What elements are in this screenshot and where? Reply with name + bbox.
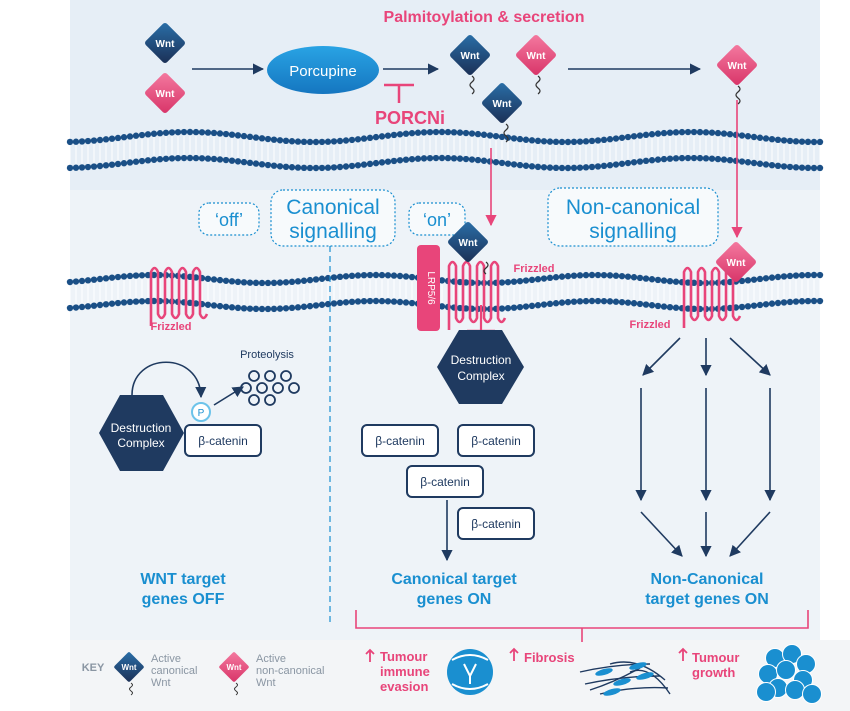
svg-text:PORCNi: PORCNi — [375, 108, 445, 128]
svg-text:Wnt: Wnt — [156, 89, 176, 100]
wnt-secreted-noncanonical: Wnt — [717, 45, 757, 105]
on-label-box — [408, 202, 466, 236]
svg-text:Complex: Complex — [457, 369, 504, 383]
svg-text:Wnt: Wnt — [493, 99, 513, 110]
svg-text:immune: immune — [380, 664, 430, 679]
wnt-palmitoylated-canonical-2: Wnt — [482, 83, 522, 143]
wnt-canonical-input: Wnt — [145, 23, 185, 63]
fibrosis-icon — [579, 661, 671, 696]
destruction-complex-off: Destruction Complex — [99, 395, 184, 471]
wnt-bound-canonical: Wnt — [448, 222, 489, 275]
tumour-immune-evasion: Tumour immune evasion — [365, 648, 493, 695]
header-title: Palmitoylation & secretion — [384, 9, 585, 26]
svg-text:β-catenin: β-catenin — [375, 434, 425, 448]
key-noncanonical-line2: non-canonical — [256, 665, 325, 677]
svg-text:Wnt: Wnt — [461, 51, 481, 62]
svg-text:Wnt: Wnt — [226, 663, 241, 672]
tumour-cells-icon — [756, 644, 822, 704]
svg-text:β-catenin: β-catenin — [420, 475, 470, 489]
svg-text:Destruction: Destruction — [451, 353, 512, 367]
noncanonical-signalling-line1: Non-canonical — [566, 196, 700, 219]
up-arrow-icon — [365, 648, 375, 662]
canonical-signalling-box — [270, 189, 396, 247]
noncanonical-cascade-arrows — [635, 337, 776, 558]
svg-text:Wnt: Wnt — [727, 258, 747, 269]
beta-catenin-1: β-catenin — [361, 424, 439, 457]
svg-text:β-catenin: β-catenin — [198, 434, 248, 448]
frizzled-label-noncanonical: Frizzled — [630, 319, 671, 331]
beta-catenin-2: β-catenin — [457, 424, 535, 457]
outcome-canonical-line2: genes ON — [417, 591, 492, 608]
svg-text:Wnt: Wnt — [459, 238, 479, 249]
top-cell-membrane — [66, 128, 824, 172]
svg-text:Porcupine: Porcupine — [289, 63, 357, 80]
outcome-canonical-line1: Canonical target — [391, 571, 517, 588]
key-canonical-line2: canonical — [151, 665, 197, 677]
up-arrow-icon — [678, 647, 688, 661]
frizzled-receptor-on — [447, 260, 507, 330]
svg-text:growth: growth — [692, 665, 735, 680]
wnt-noncanonical-input: Wnt — [145, 73, 185, 113]
svg-text:Wnt: Wnt — [121, 663, 136, 672]
svg-text:β-catenin: β-catenin — [471, 434, 521, 448]
svg-text:Tumour: Tumour — [692, 650, 739, 665]
tumour-growth-effect: Tumour growth — [678, 644, 822, 704]
arrow-to-proteolysis — [213, 386, 244, 406]
svg-text:LRP5/6: LRP5/6 — [425, 271, 436, 305]
svg-text:Fibrosis: Fibrosis — [524, 650, 575, 665]
lower-cell-membrane — [66, 271, 824, 313]
outcome-noncanonical-line1: Non-Canonical — [651, 571, 764, 588]
cycle-arrow — [131, 361, 207, 399]
key-noncanonical-line3: Wnt — [256, 677, 276, 689]
off-label: ‘off’ — [215, 210, 243, 230]
key-noncanonical-wnt-icon: Wnt — [219, 652, 249, 696]
fibrosis-effect: Fibrosis — [509, 647, 671, 696]
outcome-off-line2: genes OFF — [142, 591, 225, 608]
key-canonical-wnt-icon: Wnt — [114, 652, 144, 696]
svg-text:Destruction: Destruction — [111, 421, 172, 435]
key-canonical-line3: Wnt — [151, 677, 171, 689]
immune-cell-icon — [447, 649, 493, 695]
noncanonical-signalling-box — [547, 187, 719, 247]
svg-text:Complex: Complex — [117, 436, 164, 450]
proteolysis-label: Proteolysis — [240, 349, 294, 361]
key-canonical-line1: Active — [151, 653, 181, 665]
beta-catenin-4: β-catenin — [457, 507, 535, 540]
key-noncanonical-line1: Active — [256, 653, 286, 665]
beta-catenin-3: β-catenin — [406, 465, 484, 498]
frizzled-label-off: Frizzled — [151, 321, 192, 333]
porcupine-enzyme: Porcupine — [267, 46, 379, 94]
wnt-palmitoylated-canonical-1: Wnt — [450, 35, 490, 95]
svg-text:P: P — [198, 408, 205, 419]
svg-text:Wnt: Wnt — [728, 61, 748, 72]
svg-text:β-catenin: β-catenin — [471, 517, 521, 531]
proteolysis-fragments — [240, 370, 300, 406]
frizzled-label-on: Frizzled — [514, 263, 555, 275]
outcome-off-line1: WNT target — [140, 571, 226, 588]
noncanonical-signalling-line2: signalling — [589, 220, 677, 243]
svg-text:Wnt: Wnt — [527, 51, 547, 62]
frizzled-receptor-off — [149, 266, 209, 326]
on-label: ‘on’ — [423, 210, 451, 230]
off-label-box — [198, 202, 260, 236]
canonical-signalling-line2: signalling — [289, 220, 377, 243]
up-arrow-icon — [509, 647, 519, 661]
phosphate-group: P — [191, 402, 211, 422]
canonical-signalling-line1: Canonical — [286, 196, 379, 219]
svg-text:Wnt: Wnt — [156, 39, 176, 50]
svg-text:Tumour: Tumour — [380, 649, 427, 664]
destruction-complex-on: Destruction Complex — [437, 330, 524, 404]
lrp-coreceptor: LRP5/6 — [417, 245, 440, 331]
key-title: KEY — [82, 662, 105, 674]
porcni-inhibitor: PORCNi — [375, 83, 445, 128]
outcome-noncanonical-line2: target genes ON — [645, 591, 769, 608]
svg-text:evasion: evasion — [380, 679, 428, 694]
wnt-bound-noncanonical: Wnt — [716, 242, 756, 282]
wnt-palmitoylated-noncanonical: Wnt — [516, 35, 556, 95]
beta-catenin-off: β-catenin — [184, 424, 262, 457]
